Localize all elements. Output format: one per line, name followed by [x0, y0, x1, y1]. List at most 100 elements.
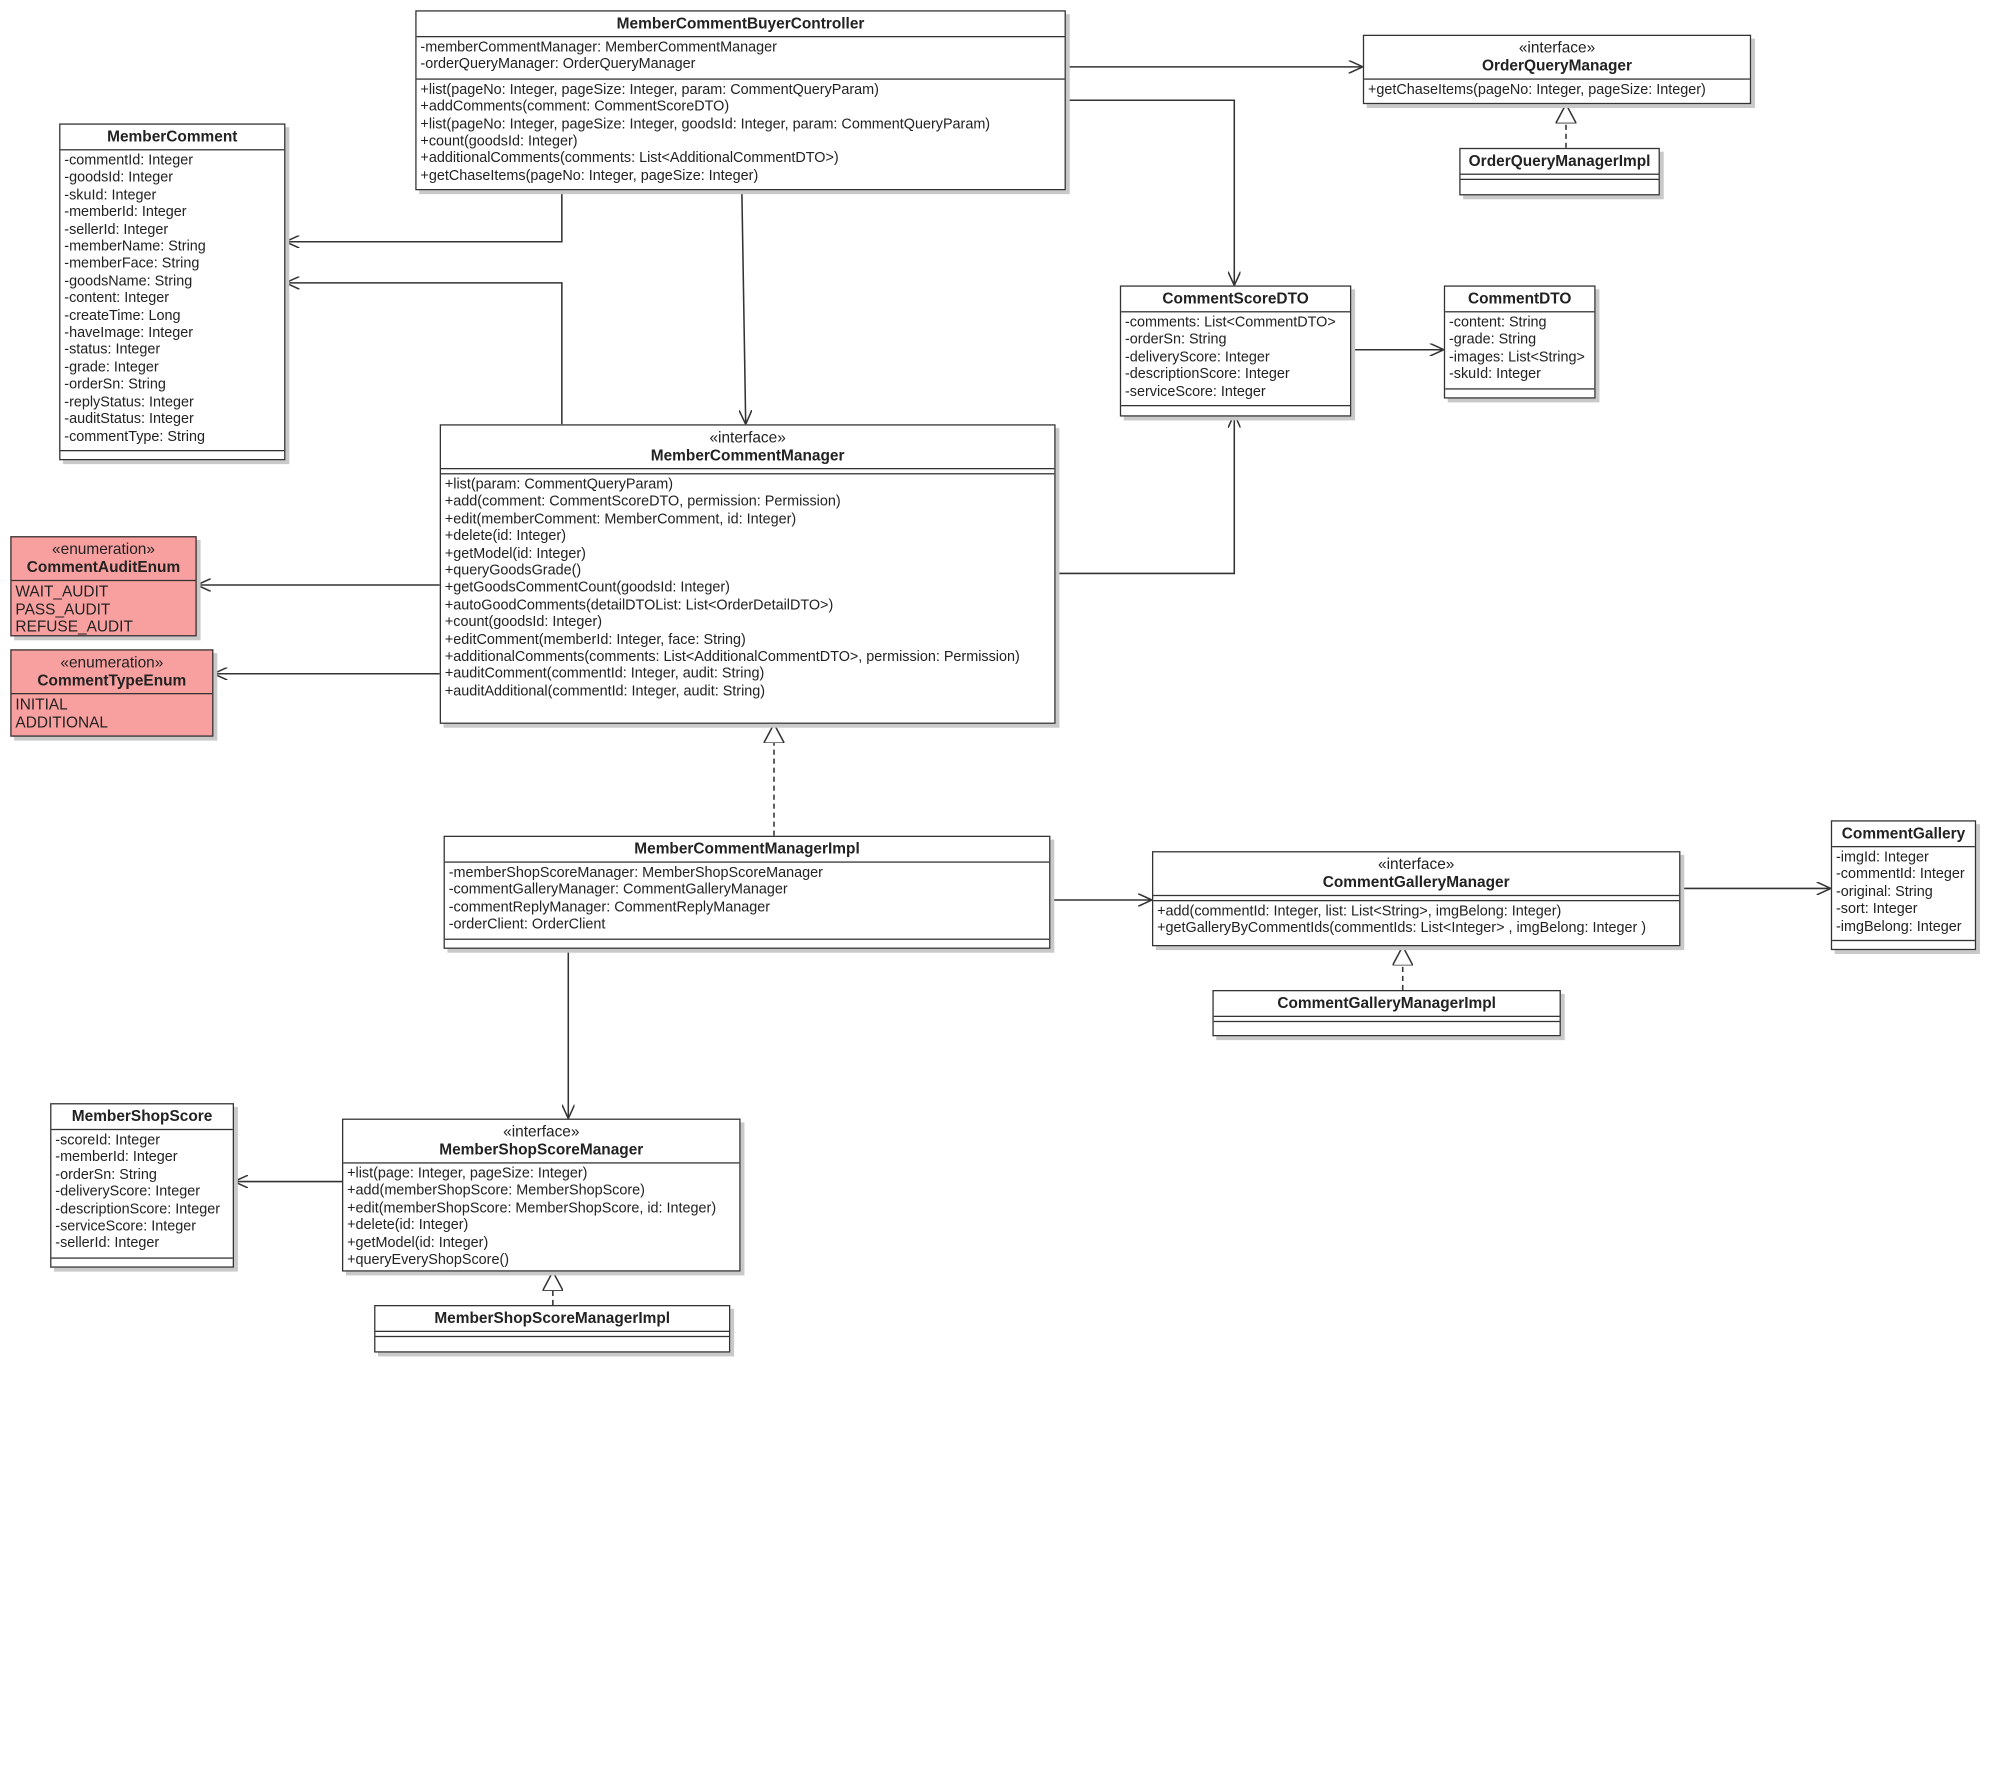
class-membershopscoremanagerimpl[interactable]: MemberShopScoreManagerImpl: [374, 1304, 731, 1353]
attribute: -createTime: Long: [64, 308, 181, 324]
operation: +queryGoodsGrade(): [444, 563, 582, 579]
assoc-manager-commentscoredto: [1055, 414, 1235, 575]
operation: +getModel(id: Integer): [347, 1235, 489, 1251]
attribute: -descriptionScore: Integer: [55, 1201, 220, 1218]
class-membercommentmanagerimpl[interactable]: MemberCommentManagerImpl -memberShopScor…: [443, 835, 1051, 949]
operation: +add(comment: CommentScoreDTO, permissio…: [444, 494, 841, 510]
operation: +delete(id: Integer): [444, 528, 567, 545]
attribute: -goodsName: String: [64, 273, 193, 290]
assoc-controller-membercomment: [285, 190, 563, 241]
operation: +queryEveryShopScore(): [347, 1252, 510, 1268]
stereotype: «enumeration»: [60, 653, 164, 672]
attribute: -haveImage: Integer: [64, 325, 194, 341]
class-name: OrderQueryManager: [1481, 56, 1633, 75]
operations: +list(pageNo: Integer, pageSize: Integer…: [417, 79, 1065, 189]
class-name: CommentGallery: [1841, 824, 1966, 843]
stereotype: «enumeration»: [52, 539, 155, 558]
attribute: -grade: Integer: [64, 359, 159, 376]
class-orderquerymanager[interactable]: «interface» OrderQueryManager +getChaseI…: [1362, 34, 1752, 105]
operation: +getGalleryByCommentIds(commentIds: List…: [1157, 921, 1647, 937]
attributes: -scoreId: Integer -memberId: Integer -or…: [51, 1130, 233, 1259]
enum-literal: INITIAL: [15, 695, 68, 714]
literals: INITIAL ADDITIONAL: [12, 694, 213, 735]
class-name: MemberCommentManager: [650, 446, 845, 465]
operation: +delete(id: Integer): [347, 1217, 469, 1234]
class-name: OrderQueryManagerImpl: [1468, 151, 1651, 170]
operation: +auditComment(commentId: Integer, audit:…: [444, 666, 765, 683]
class-name: CommentGalleryManager: [1322, 872, 1510, 891]
attribute: -sellerId: Integer: [64, 221, 169, 238]
attribute: -orderSn: String: [1124, 332, 1227, 348]
class-membershopscore[interactable]: MemberShopScore -scoreId: Integer -membe…: [50, 1103, 234, 1268]
operation: +count(goodsId: Integer): [444, 614, 602, 631]
attribute: -skuId: Integer: [1448, 366, 1541, 383]
attribute: -memberShopScoreManager: MemberShopScore…: [448, 865, 823, 881]
enum-literal: REFUSE_AUDIT: [15, 617, 133, 636]
class-membercommentmanager[interactable]: «interface» MemberCommentManager +list(p…: [439, 424, 1056, 724]
operation: +list(page: Integer, pageSize: Integer): [347, 1166, 588, 1182]
enum-name: CommentTypeEnum: [37, 671, 187, 690]
attribute: -imgId: Integer: [1835, 849, 1929, 866]
operation: +edit(memberShopScore: MemberShopScore, …: [347, 1200, 717, 1217]
attribute: -commentGalleryManager: CommentGalleryMa…: [448, 882, 788, 898]
attribute: -memberId: Integer: [55, 1149, 178, 1166]
operations: +add(commentId: Integer, list: List<Stri…: [1153, 901, 1679, 942]
attribute: -grade: String: [1448, 332, 1537, 348]
class-membercomment[interactable]: MemberComment -commentId: Integer -goods…: [59, 123, 286, 461]
operations: +getChaseItems(pageNo: Integer, pageSize…: [1364, 80, 1750, 104]
attribute: -serviceScore: Integer: [1124, 383, 1266, 400]
attribute: -status: Integer: [64, 342, 161, 359]
attribute: -orderClient: OrderClient: [448, 916, 606, 933]
operation: +auditAdditional(commentId: Integer, aud…: [444, 683, 766, 700]
attribute: -commentType: String: [64, 428, 205, 445]
attribute: -deliveryScore: Integer: [1124, 349, 1270, 365]
enum-commentauditenum[interactable]: «enumeration» CommentAuditEnum WAIT_AUDI…: [10, 536, 197, 637]
attribute: -sellerId: Integer: [55, 1236, 160, 1252]
enum-name: CommentAuditEnum: [26, 557, 181, 576]
class-commentgallerymanagerimpl[interactable]: CommentGalleryManagerImpl: [1212, 989, 1561, 1037]
class-name: MemberShopScoreManager: [439, 1140, 644, 1159]
operation: +addComments(comment: CommentScoreDTO): [420, 99, 730, 115]
attribute: -memberCommentManager: MemberCommentMana…: [420, 39, 777, 56]
class-name: CommentDTO: [1467, 289, 1572, 308]
class-commentgallerymanager[interactable]: «interface» CommentGalleryManager +add(c…: [1151, 851, 1681, 947]
assoc-manager-membercomment: [285, 283, 563, 425]
operations: +list(param: CommentQueryParam) +add(com…: [441, 474, 1054, 705]
class-name: CommentGalleryManagerImpl: [1277, 993, 1496, 1012]
attribute: -memberId: Integer: [64, 204, 187, 221]
attribute: -commentId: Integer: [1835, 867, 1965, 883]
attributes: -memberShopScoreManager: MemberShopScore…: [444, 863, 1050, 940]
operation: +additionalComments(comments: List<Addit…: [444, 649, 1020, 665]
class-commentdto[interactable]: CommentDTO -content: String -grade: Stri…: [1443, 285, 1596, 399]
operation: +getChaseItems(pageNo: Integer, pageSize…: [1367, 82, 1706, 98]
attribute: -descriptionScore: Integer: [1124, 366, 1290, 383]
operation: +getGoodsCommentCount(goodsId: Integer): [444, 580, 730, 596]
class-membershopscoremanager[interactable]: «interface» MemberShopScoreManager +list…: [341, 1118, 741, 1274]
attribute: -orderQueryManager: OrderQueryManager: [420, 57, 696, 73]
attribute: -goodsId: Integer: [64, 170, 174, 186]
attribute: -imgBelong: Integer: [1835, 918, 1962, 935]
operation: +additionalComments(comments: List<Addit…: [420, 150, 839, 167]
enum-commenttypeenum[interactable]: «enumeration» CommentTypeEnum INITIAL AD…: [10, 649, 214, 737]
attributes: -imgId: Integer -commentId: Integer -ori…: [1832, 847, 1975, 942]
operation: +list(pageNo: Integer, pageSize: Integer…: [420, 116, 991, 132]
class-name: MemberCommentManagerImpl: [634, 839, 860, 858]
operation: +add(memberShopScore: MemberShopScore): [347, 1183, 645, 1199]
operation: +editComment(memberId: Integer, face: St…: [444, 632, 746, 648]
operation: +autoGoodComments(detailDTOList: List<Or…: [444, 597, 834, 614]
enum-literal: PASS_AUDIT: [15, 599, 111, 618]
attribute: -comments: List<CommentDTO>: [1124, 314, 1336, 331]
operation: +list(param: CommentQueryParam): [444, 476, 674, 493]
attributes: -memberCommentManager: MemberCommentMana…: [416, 37, 1065, 80]
class-name: MemberCommentBuyerController: [616, 14, 865, 33]
stereotype: «interface»: [1378, 854, 1455, 873]
class-commentscoredto[interactable]: CommentScoreDTO -comments: List<CommentD…: [1119, 285, 1352, 417]
class-orderquerymanagerimpl[interactable]: OrderQueryManagerImpl: [1459, 147, 1660, 196]
class-membercommentbuyercontroller[interactable]: MemberCommentBuyerController -memberComm…: [415, 10, 1066, 191]
attribute: -images: List<String>: [1448, 349, 1585, 365]
class-commentgallery[interactable]: CommentGallery -imgId: Integer -commentI…: [1830, 820, 1977, 951]
operations: +list(page: Integer, pageSize: Integer) …: [343, 1164, 739, 1274]
enum-literal: ADDITIONAL: [15, 713, 109, 732]
relationship-lines: [0, 0, 1993, 1305]
assoc-controller-membercommentmanager: [742, 190, 746, 424]
